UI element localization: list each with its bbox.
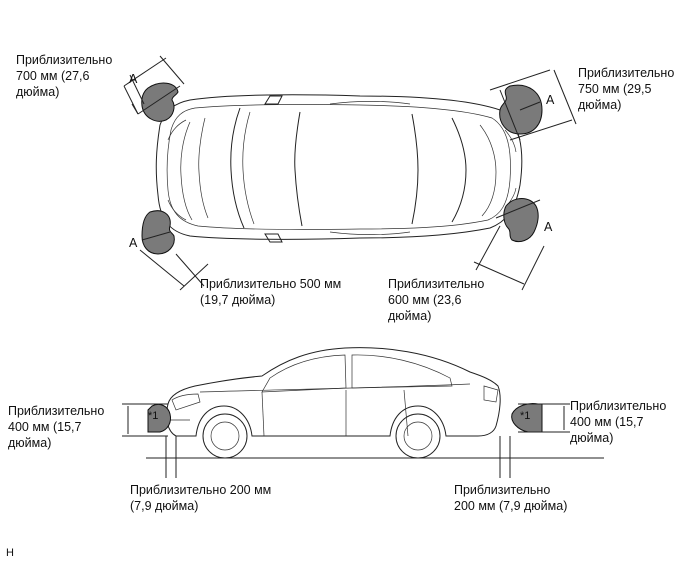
front-offset-label: Приблизительно 200 мм (7,9 дюйма) — [130, 483, 272, 513]
footer-code: H — [6, 547, 14, 559]
rear-offset-label: Приблизительно 200 мм (7,9 дюйма) — [454, 483, 568, 513]
marker-a-front-left: A — [129, 72, 138, 86]
top-front-left-sensor — [123, 55, 185, 122]
marker-a-rear-right: A — [544, 220, 553, 234]
front-left-distance-label: Приблизительно 700 мм (27,6 дюйма) — [16, 53, 113, 99]
top-rear-right-sensor — [473, 198, 545, 291]
rear-left-distance-label: Приблизительно 750 мм (29,5 дюйма) — [578, 66, 675, 112]
side-front-sensor — [122, 403, 177, 478]
top-rear-left-sensor — [489, 69, 577, 141]
front-right-distance-label: Приблизительно 500 мм (19,7 дюйма) — [200, 277, 342, 307]
marker-star1-rear: *1 — [520, 410, 531, 422]
marker-a-rear-left: A — [546, 93, 555, 107]
car-top-view — [155, 94, 523, 243]
marker-a-front-right: A — [129, 236, 138, 250]
car-side-view — [146, 347, 604, 459]
side-rear-sensor — [499, 403, 570, 478]
rear-height-label: Приблизительно 400 мм (15,7 дюйма) — [570, 399, 667, 445]
front-height-label: Приблизительно 400 мм (15,7 дюйма) — [8, 404, 105, 450]
top-front-right-sensor — [139, 210, 209, 291]
rear-right-distance-label: Приблизительно 600 мм (23,6 дюйма) — [388, 277, 485, 323]
marker-star1-front: *1 — [148, 410, 159, 422]
